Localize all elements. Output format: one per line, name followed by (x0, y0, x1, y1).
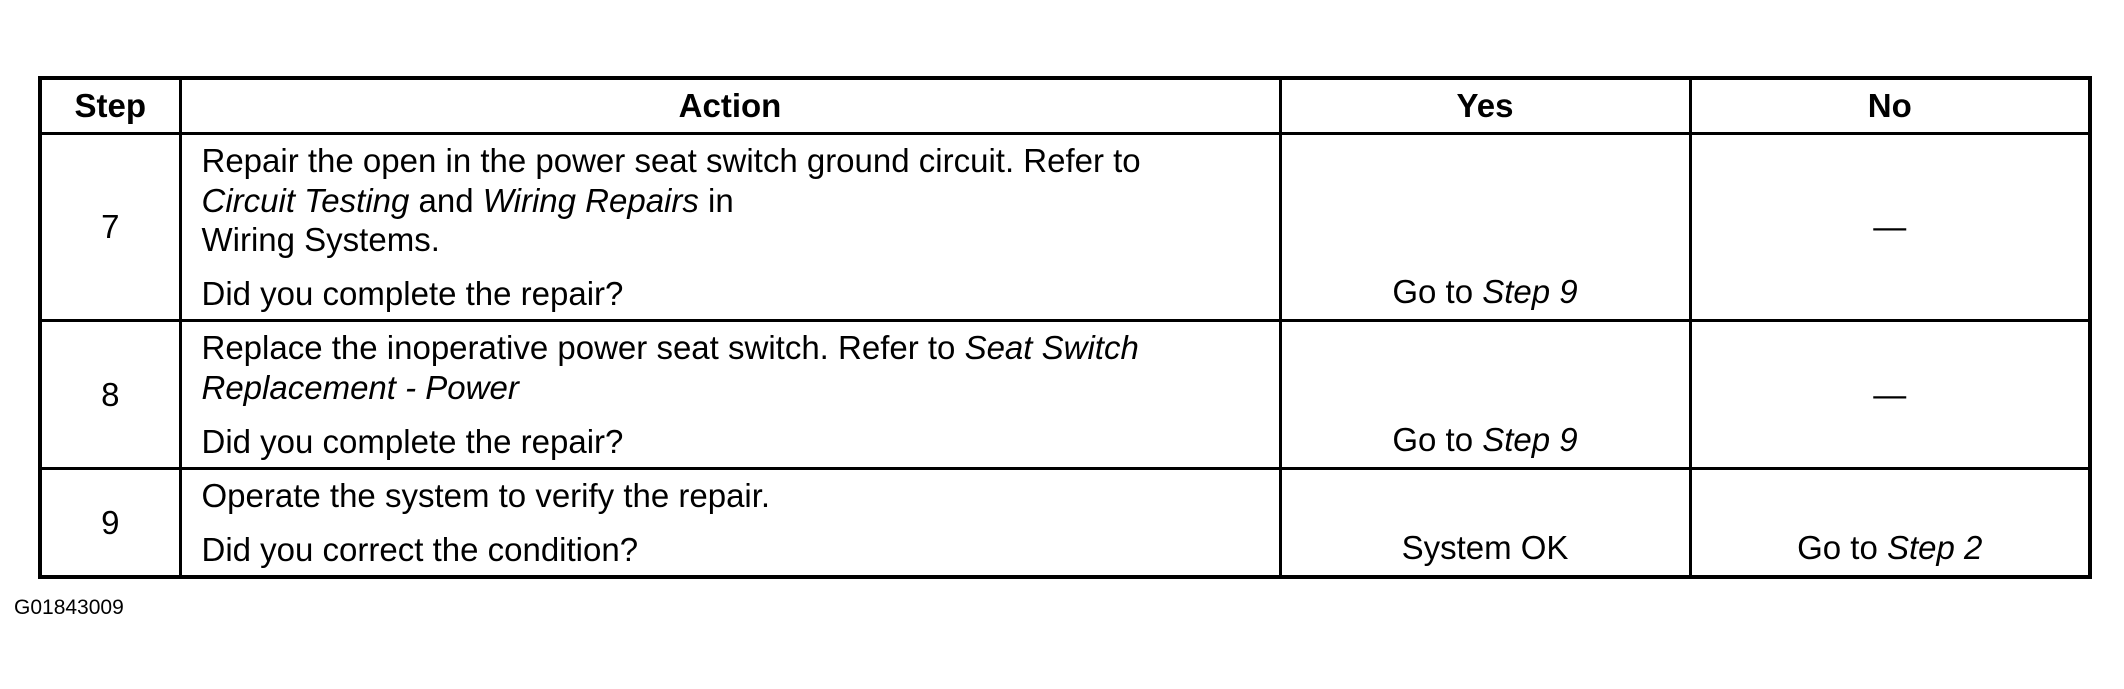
action-cell: Replace the inoperative power seat switc… (178, 319, 1282, 471)
table-header-row: Step Action Yes No (38, 76, 2092, 135)
figure-id: G01843009 (14, 596, 124, 619)
step-number: 9 (38, 467, 182, 579)
no-cell: — (1688, 319, 2092, 471)
go-to-step-link[interactable]: Step 2 (1886, 528, 1983, 566)
table-row: 8 Replace the inoperative power seat swi… (38, 319, 2092, 471)
action-text-part: and (409, 181, 483, 219)
step-number: 8 (38, 319, 182, 471)
go-to-step-link[interactable]: Step 9 (1482, 420, 1578, 458)
header-no: No (1688, 76, 2092, 135)
no-prefix: Go to (1797, 528, 1887, 566)
action-text-part: Repair the open in the power seat switch… (201, 142, 1141, 179)
action-text: Operate the system to verify the repair. (201, 477, 771, 515)
action-cell: Operate the system to verify the repair.… (178, 467, 1282, 579)
header-action: Action (178, 76, 1282, 135)
no-cell: — (1688, 131, 2092, 323)
header-step: Step (38, 76, 182, 135)
yes-cell: Go to Step 9 (1278, 131, 1692, 323)
action-text-part: in (698, 181, 734, 219)
yes-cell: System OK (1278, 467, 1692, 579)
yes-prefix: Go to (1392, 420, 1483, 458)
diagnostic-table: Step Action Yes No 7 Repair the open in … (38, 76, 2092, 580)
header-yes: Yes (1278, 76, 1692, 135)
action-text: Replace the inoperative power seat switc… (202, 328, 1259, 407)
action-question: Did you complete the repair? (201, 422, 624, 460)
no-cell: Go to Step 2 (1688, 467, 2092, 579)
yes-cell: Go to Step 9 (1278, 319, 1692, 471)
action-text-part: Wiring Systems. (201, 221, 440, 259)
reference-link-wiring-repairs[interactable]: Wiring Repairs (482, 181, 699, 219)
step-number: 7 (38, 131, 182, 323)
action-question: Did you correct the condition? (201, 530, 639, 568)
action-text-part: Replace the inoperative power seat switc… (201, 329, 965, 367)
yes-prefix: Go to (1392, 272, 1483, 310)
reference-link-seat-switch-replacement[interactable]: Seat Switch Replacement - Power (201, 329, 1139, 406)
table-row: 7 Repair the open in the power seat swit… (38, 131, 2092, 323)
action-question: Did you complete the repair? (201, 274, 624, 312)
reference-link-circuit-testing[interactable]: Circuit Testing (201, 181, 410, 219)
table-row: 9 Operate the system to verify the repai… (38, 467, 2092, 579)
go-to-step-link[interactable]: Step 9 (1482, 272, 1578, 310)
action-text: Repair the open in the power seat switch… (202, 141, 1259, 260)
action-cell: Repair the open in the power seat switch… (178, 131, 1282, 323)
